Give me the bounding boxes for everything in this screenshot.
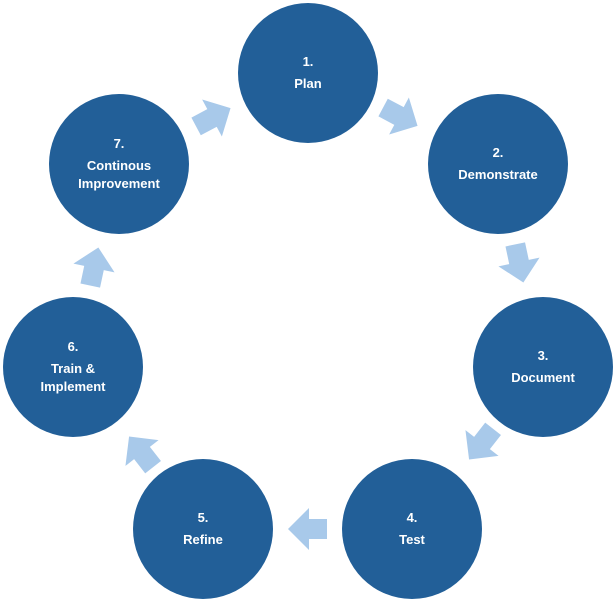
step-number: 1. bbox=[302, 54, 314, 69]
arrow-6-to-7 bbox=[73, 247, 115, 288]
step-number: 6. bbox=[67, 339, 79, 354]
step-label: Plan bbox=[294, 76, 322, 91]
step-number: 5. bbox=[197, 510, 209, 525]
arrow-5-to-6 bbox=[125, 436, 161, 474]
step-label: Continous Improvement bbox=[78, 158, 160, 191]
arrow-2-to-3 bbox=[498, 242, 540, 283]
step-label: Train & Implement bbox=[40, 361, 106, 394]
step-label: Document bbox=[511, 370, 575, 385]
arrow-7-to-1 bbox=[191, 99, 231, 137]
step-node-refine: 5. Refine bbox=[133, 459, 273, 599]
step-node-plan: 1. Plan bbox=[238, 3, 378, 143]
step-node-continuous-improvement: 7. Continous Improvement bbox=[49, 94, 189, 234]
step-number: 7. bbox=[113, 136, 125, 151]
step-node-document: 3. Document bbox=[473, 297, 613, 437]
step-number: 4. bbox=[406, 510, 418, 525]
step-label: Refine bbox=[183, 532, 223, 547]
step-number: 3. bbox=[537, 348, 549, 363]
step-node-demonstrate: 2. Demonstrate bbox=[428, 94, 568, 234]
step-number: 2. bbox=[492, 145, 504, 160]
step-label: Test bbox=[399, 532, 425, 547]
step-node-train-implement: 6. Train & Implement bbox=[3, 297, 143, 437]
step-label: Demonstrate bbox=[458, 167, 538, 182]
arrow-4-to-5 bbox=[288, 508, 327, 550]
step-node-test: 4. Test bbox=[342, 459, 482, 599]
arrow-1-to-2 bbox=[378, 97, 418, 135]
arrow-3-to-4 bbox=[465, 422, 501, 460]
